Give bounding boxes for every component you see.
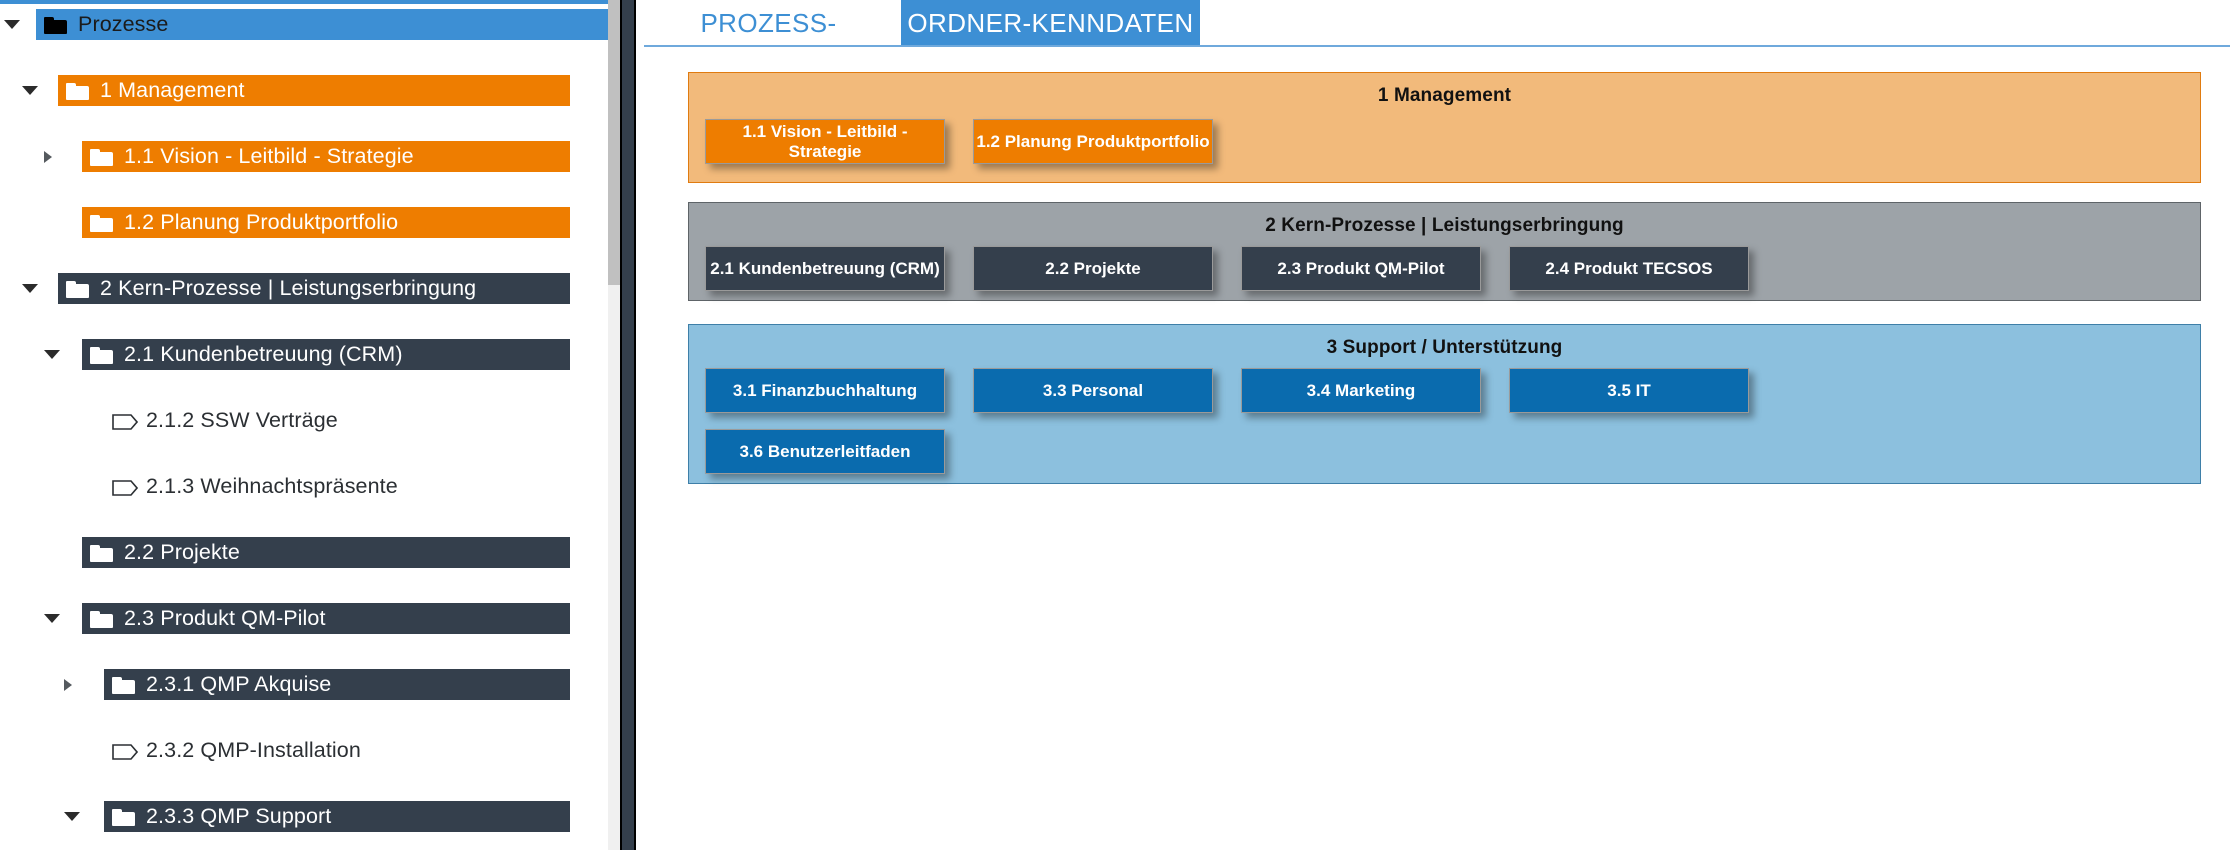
chevron-down-icon[interactable] <box>4 20 20 29</box>
folder-icon <box>66 83 89 100</box>
tree-item-label: 1.1 Vision - Leitbild - Strategie <box>124 144 414 168</box>
chevron-right-icon[interactable] <box>44 151 52 163</box>
node-2-3-produkt-qm-pilot[interactable]: 2.3 Produkt QM-Pilot <box>1241 246 1481 291</box>
tree-item-highlight <box>104 801 570 832</box>
chevron-right-icon[interactable] <box>64 679 72 691</box>
chevron-down-icon[interactable] <box>64 812 80 821</box>
node-2-2-projekte[interactable]: 2.2 Projekte <box>973 246 1213 291</box>
node-3-4-marketing[interactable]: 3.4 Marketing <box>1241 368 1481 413</box>
folder-icon <box>66 281 89 298</box>
folder-icon <box>44 17 67 34</box>
tree-item-label: 2.3 Produkt QM-Pilot <box>124 606 326 630</box>
panel-splitter[interactable] <box>620 0 636 850</box>
folder-icon <box>90 611 113 628</box>
tree-item[interactable]: 1.1 Vision - Leitbild - Strategie <box>0 141 608 174</box>
tree-item-highlight <box>82 141 570 172</box>
tree-item-label: 2.2 Projekte <box>124 540 240 564</box>
folder-icon <box>90 545 113 562</box>
band-support-title: 3 Support / Unterstützung <box>1326 337 1563 358</box>
document-icon <box>112 744 138 760</box>
tree-item-label: 2 Kern-Prozesse | Leistungserbringung <box>100 276 477 300</box>
tree-item[interactable]: Prozesse <box>0 9 608 42</box>
tree-item[interactable]: 2.3.1 QMP Akquise <box>0 669 608 702</box>
folder-icon <box>90 347 113 364</box>
node-3-6-benutzerleitfaden[interactable]: 3.6 Benutzerleitfaden <box>705 429 945 474</box>
tree-item[interactable]: 2.3.2 QMP-Installation <box>0 735 608 768</box>
tree-top-accent-line <box>0 0 608 4</box>
tree-item[interactable]: 1.2 Planung Produktportfolio <box>0 207 608 240</box>
folder-icon <box>112 809 135 826</box>
tab-underline <box>644 45 2230 47</box>
node-3-3-personal[interactable]: 3.3 Personal <box>973 368 1213 413</box>
tree-item-highlight <box>36 9 608 40</box>
tree-item-highlight <box>104 669 570 700</box>
tree-item-highlight <box>58 273 570 304</box>
tree-item-label: Prozesse <box>78 12 169 36</box>
folder-icon <box>90 215 113 232</box>
band-support: 3 Support / Unterstützung 3.1 Finanzbuch… <box>688 324 2201 484</box>
node-1-1-vision-leitbild-strategie[interactable]: 1.1 Vision - Leitbild - Strategie <box>705 119 945 164</box>
tree-item[interactable]: 1 Management <box>0 75 608 108</box>
tree-item-highlight <box>82 603 570 634</box>
tab-prozess-landschaft[interactable]: PROZESS-LANDSCHAFT <box>636 0 901 85</box>
process-tree[interactable]: Prozesse 1 Management 1.1 Vision - Leitbil… <box>0 9 608 832</box>
tree-item[interactable]: 2.3 Produkt QM-Pilot <box>0 603 608 636</box>
tree-vertical-scrollbar[interactable] <box>608 0 620 850</box>
tree-item-label: 2.3.2 QMP-Installation <box>146 738 361 762</box>
node-3-1-finanzbuchhaltung[interactable]: 3.1 Finanzbuchhaltung <box>705 368 945 413</box>
chevron-down-icon[interactable] <box>44 614 60 623</box>
node-3-5-it[interactable]: 3.5 IT <box>1509 368 1749 413</box>
node-2-4-produkt-tecsos[interactable]: 2.4 Produkt TECSOS <box>1509 246 1749 291</box>
node-2-1-kundenbetreuung-crm[interactable]: 2.1 Kundenbetreuung (CRM) <box>705 246 945 291</box>
landscape-canvas: 1 Management 1.1 Vision - Leitbild - Str… <box>636 47 2230 850</box>
tree-item-label: 2.1 Kundenbetreuung (CRM) <box>124 342 403 366</box>
node-1-2-planung-produktportfolio[interactable]: 1.2 Planung Produktportfolio <box>973 119 1213 164</box>
tab-ordner-kenndaten[interactable]: ORDNER-KENNDATEN <box>901 0 1200 47</box>
tree-item[interactable]: 2.2 Projekte <box>0 537 608 570</box>
tree-item-label: 2.1.3 Weihnachtspräsente <box>146 474 398 498</box>
tab-bar: PROZESS-LANDSCHAFT ORDNER-KENNDATEN <box>636 0 2230 85</box>
tree-item-label: 1.2 Planung Produktportfolio <box>124 210 399 234</box>
detail-panel: PROZESS-LANDSCHAFT ORDNER-KENNDATEN 1 Ma… <box>636 0 2230 850</box>
document-icon <box>112 480 138 496</box>
chevron-down-icon[interactable] <box>22 86 38 95</box>
chevron-down-icon[interactable] <box>44 350 60 359</box>
document-icon <box>112 414 138 430</box>
band-management-title: 1 Management <box>1377 85 1512 106</box>
process-tree-panel: Prozesse 1 Management 1.1 Vision - Leitbil… <box>0 0 608 850</box>
folder-icon <box>90 149 113 166</box>
tree-item[interactable]: 2.1 Kundenbetreuung (CRM) <box>0 339 608 372</box>
tree-item-highlight <box>82 339 570 370</box>
tree-item[interactable]: 2.1.3 Weihnachtspräsente <box>0 471 608 504</box>
tree-item[interactable]: 2.1.2 SSW Verträge <box>0 405 608 438</box>
tree-scrollbar-thumb[interactable] <box>608 0 620 285</box>
band-management: 1 Management 1.1 Vision - Leitbild - Str… <box>688 72 2201 183</box>
tree-item-label: 2.1.2 SSW Verträge <box>146 408 338 432</box>
tree-item-highlight <box>58 75 570 106</box>
band-kern-prozesse-title: 2 Kern-Prozesse | Leistungserbringung <box>1265 215 1624 236</box>
tree-item-highlight <box>82 207 570 238</box>
tree-item[interactable]: 2 Kern-Prozesse | Leistungserbringung <box>0 273 608 306</box>
chevron-down-icon[interactable] <box>22 284 38 293</box>
tree-item-label: 2.3.1 QMP Akquise <box>146 672 332 696</box>
tree-item[interactable]: 2.3.3 QMP Support <box>0 801 608 834</box>
tree-item-label: 2.3.3 QMP Support <box>146 804 332 828</box>
folder-icon <box>112 677 135 694</box>
panel-splitter-handle[interactable] <box>622 0 634 850</box>
tree-item-highlight <box>82 537 570 568</box>
tree-item-label: 1 Management <box>100 78 245 102</box>
band-kern-prozesse: 2 Kern-Prozesse | Leistungserbringung 2.… <box>688 202 2201 301</box>
